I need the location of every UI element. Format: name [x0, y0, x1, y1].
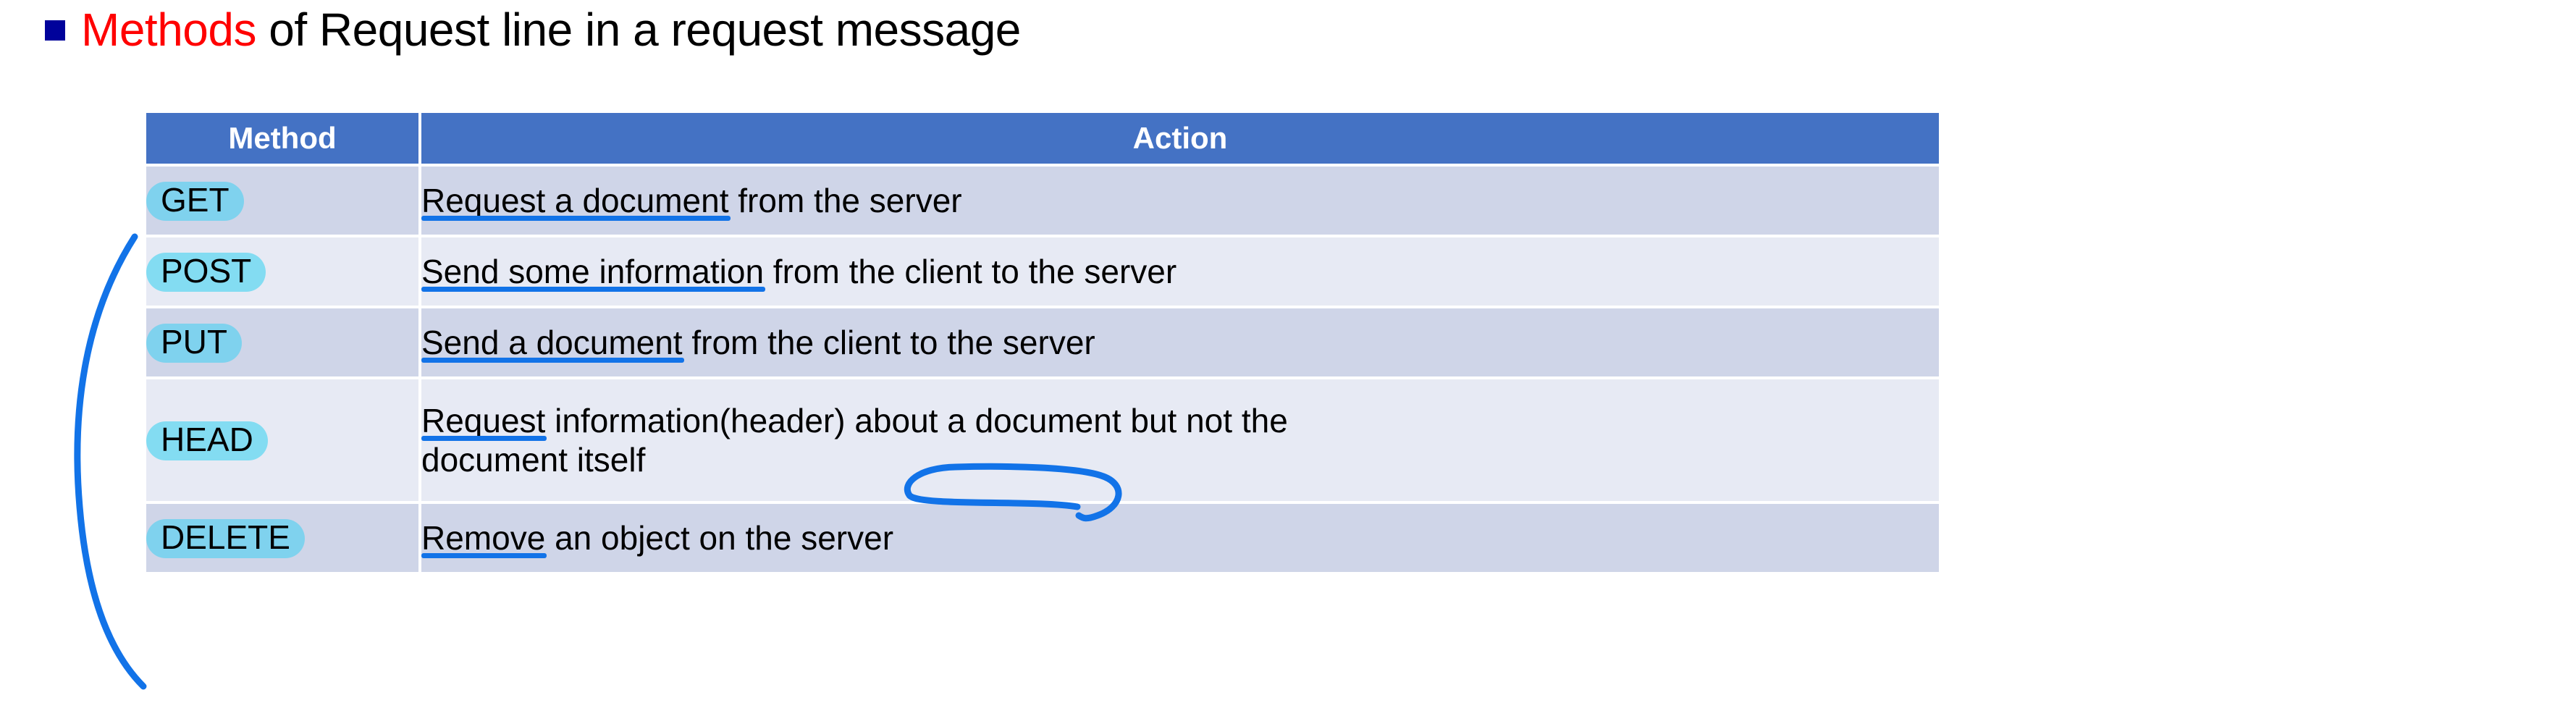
action-highlight: Request a document: [421, 181, 730, 222]
action-highlight: Remove: [421, 518, 547, 559]
table-row: PUT Send a document from the client to t…: [146, 308, 1939, 376]
page-title: Methods of Request line in a request mes…: [45, 4, 1021, 56]
method-pill: POST: [146, 253, 266, 292]
action-highlight: Request: [421, 401, 547, 442]
action-rest: from the server: [728, 181, 962, 219]
hand-drawn-blue-brace-icon: [74, 233, 147, 690]
method-cell: PUT: [146, 308, 418, 376]
method-cell: HEAD: [146, 379, 418, 501]
action-cell: Request information(header) about a docu…: [421, 379, 1939, 501]
method-cell: GET: [146, 167, 418, 235]
table-header-row: Method Action: [146, 113, 1939, 164]
action-rest: information(header) about a document but…: [545, 401, 1288, 439]
action-cell: Remove an object on the server: [421, 504, 1939, 572]
table-body: GET Request a document from the server P…: [146, 167, 1939, 572]
method-pill: GET: [146, 182, 244, 221]
column-header-action: Action: [421, 113, 1939, 164]
page-title-rest: of Request line in a request message: [256, 4, 1021, 56]
table-header: Method Action: [146, 113, 1939, 164]
action-highlight: Send some information: [421, 252, 766, 292]
action-line2: document itself: [421, 441, 646, 479]
method-pill: PUT: [146, 324, 242, 363]
page-title-accent: Methods: [81, 4, 256, 56]
method-pill: DELETE: [146, 519, 305, 558]
table-row: DELETE Remove an object on the server: [146, 504, 1939, 572]
action-highlight: Send a document: [421, 323, 684, 363]
action-rest: from the client to the server: [764, 252, 1177, 290]
method-pill: HEAD: [146, 421, 268, 460]
column-header-method: Method: [146, 113, 418, 164]
action-cell: Request a document from the server: [421, 167, 1939, 235]
table-row: GET Request a document from the server: [146, 167, 1939, 235]
method-cell: DELETE: [146, 504, 418, 572]
methods-table: Method Action GET Request a document fro…: [143, 110, 1942, 575]
action-cell: Send some information from the client to…: [421, 237, 1939, 306]
method-cell: POST: [146, 237, 418, 306]
square-bullet-icon: [45, 20, 65, 41]
action-cell: Send a document from the client to the s…: [421, 308, 1939, 376]
action-rest: an object on the server: [545, 518, 894, 557]
action-rest: from the client to the server: [682, 323, 1095, 361]
table-row: HEAD Request information(header) about a…: [146, 379, 1939, 501]
table-row: POST Send some information from the clie…: [146, 237, 1939, 306]
page-title-text: Methods of Request line in a request mes…: [81, 4, 1021, 56]
